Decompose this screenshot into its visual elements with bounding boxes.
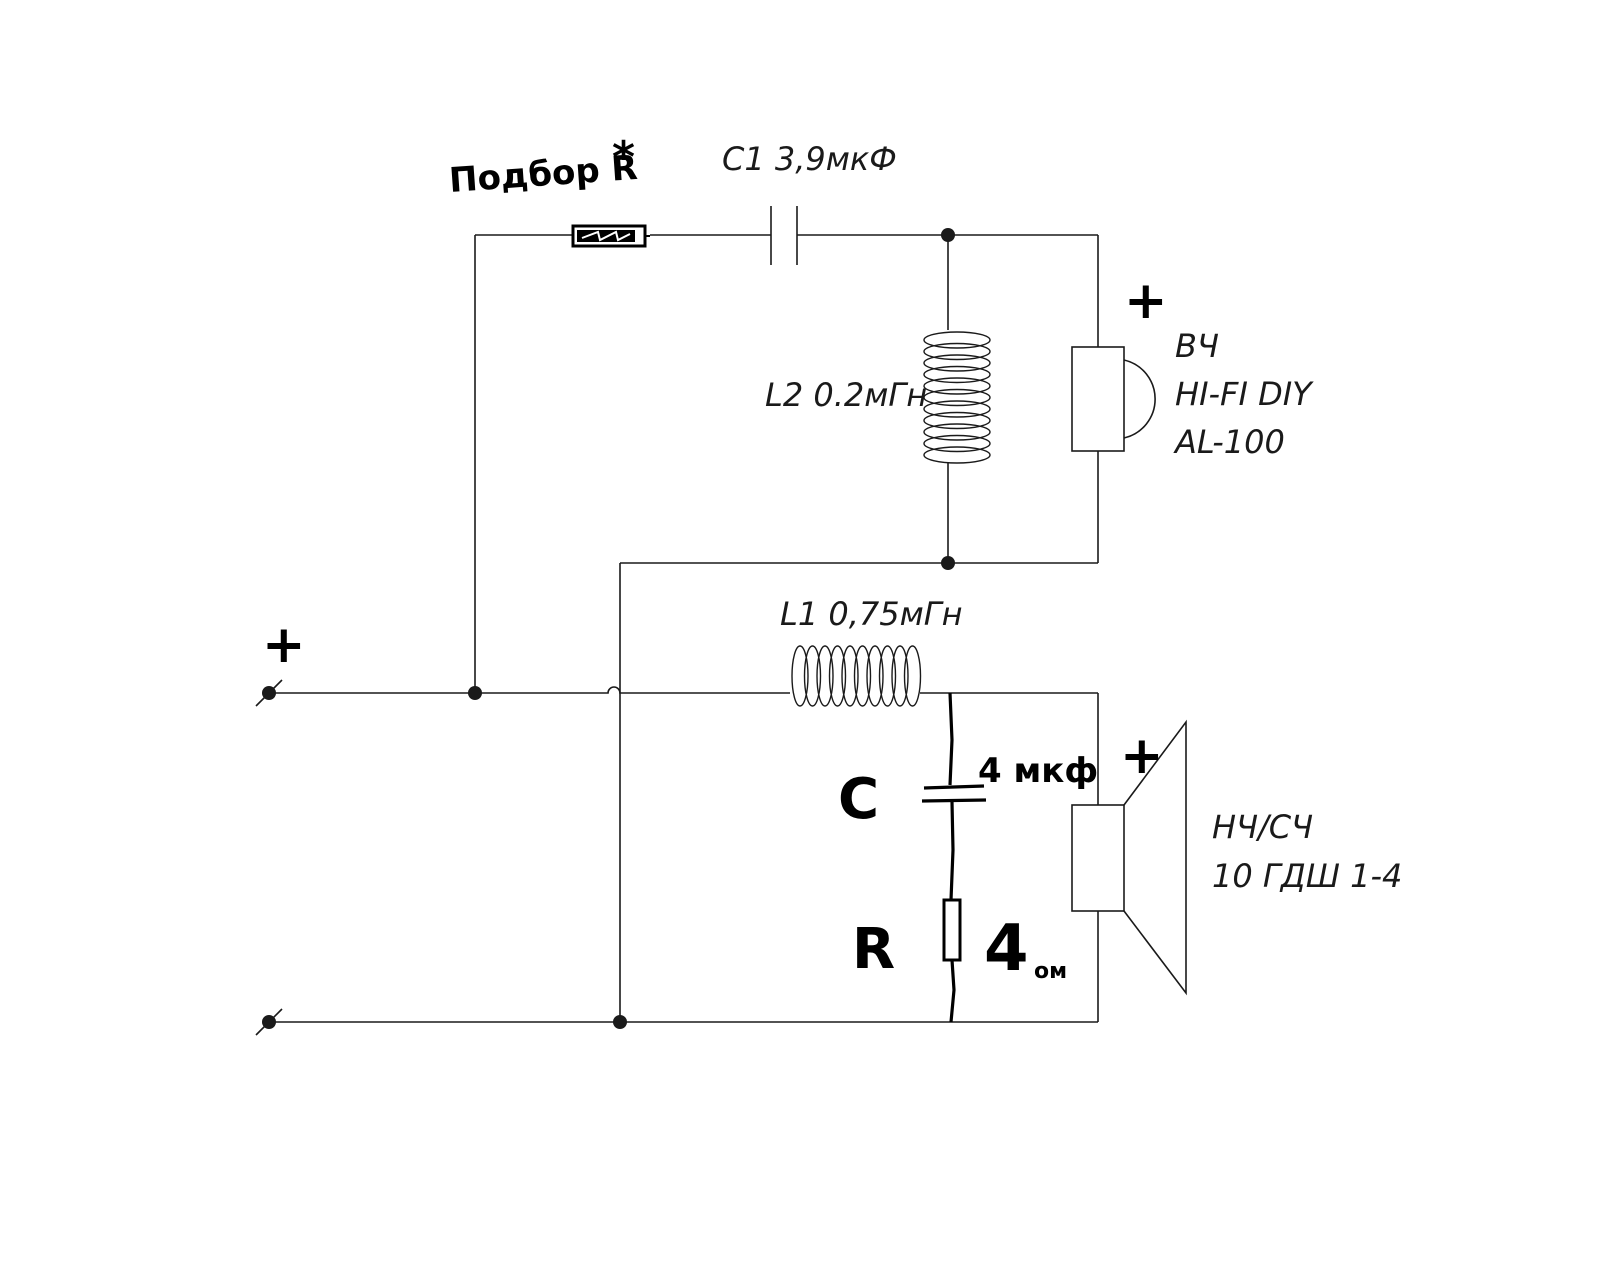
tweeter-label-line2: HI-FI DIY bbox=[1175, 375, 1314, 413]
coil-loop bbox=[923, 388, 991, 407]
inductor-icon bbox=[791, 645, 922, 707]
coil-loop bbox=[903, 645, 922, 707]
wire-positive-input bbox=[269, 686, 790, 694]
shunt-resistor-value: 4 bbox=[984, 912, 1029, 986]
input-plus-sign: + bbox=[262, 615, 306, 675]
shunt-branch bbox=[921, 692, 987, 1023]
c1-label: C1 3,9мкФ bbox=[722, 140, 897, 178]
shunt-resistor-label: R bbox=[852, 917, 895, 982]
l1-label: L1 0,75мГн bbox=[780, 595, 963, 633]
inductor-icon bbox=[923, 331, 991, 464]
junction-dot-icon bbox=[468, 686, 482, 700]
shunt-capacitor-label: C bbox=[838, 767, 879, 832]
junction-dot-icon bbox=[613, 1015, 627, 1029]
l2-label: L2 0.2мГн bbox=[765, 376, 927, 414]
coil-loop bbox=[923, 342, 991, 361]
resistor-icon bbox=[571, 224, 650, 248]
junction-dot-icon bbox=[941, 228, 955, 242]
woofer-label-line2: 10 ГДШ 1-4 bbox=[1212, 857, 1402, 895]
coil-loop bbox=[923, 434, 991, 453]
woofer-label-line1: НЧ/СЧ bbox=[1212, 808, 1313, 846]
junction-dot-icon bbox=[941, 556, 955, 570]
shunt-resistor-unit: ом bbox=[1034, 959, 1067, 984]
asterisk-mark: * bbox=[612, 132, 635, 183]
tweeter-plus-sign: + bbox=[1124, 271, 1168, 331]
coil-loop bbox=[841, 645, 859, 707]
coil-loop bbox=[923, 400, 991, 418]
shunt-capacitor-value: 4 мкф bbox=[978, 751, 1098, 791]
coil-loop bbox=[891, 645, 909, 707]
coil-loop bbox=[791, 645, 809, 707]
coil-loop bbox=[923, 354, 991, 372]
coil-loop bbox=[923, 365, 991, 384]
coil-loop bbox=[816, 645, 834, 707]
coil-loop bbox=[866, 645, 884, 707]
coil-loop bbox=[803, 645, 822, 707]
coil-loop bbox=[923, 411, 991, 430]
coil-loop bbox=[923, 377, 991, 395]
coil-loop bbox=[923, 446, 991, 464]
tweeter-label-line3: AL-100 bbox=[1173, 423, 1285, 461]
tweeter-label-line1: ВЧ bbox=[1175, 327, 1219, 365]
coil-loop bbox=[853, 645, 872, 707]
coil-loop bbox=[878, 645, 897, 707]
tweeter-icon bbox=[1071, 346, 1156, 452]
woofer-icon bbox=[1071, 719, 1187, 996]
coil-loop bbox=[923, 423, 991, 441]
coil-loop bbox=[828, 645, 847, 707]
coil-loop bbox=[923, 331, 991, 349]
capacitor-icon bbox=[770, 206, 798, 265]
resistor-select-label: Подбор R bbox=[448, 148, 639, 201]
woofer-plus-sign: + bbox=[1120, 726, 1164, 786]
